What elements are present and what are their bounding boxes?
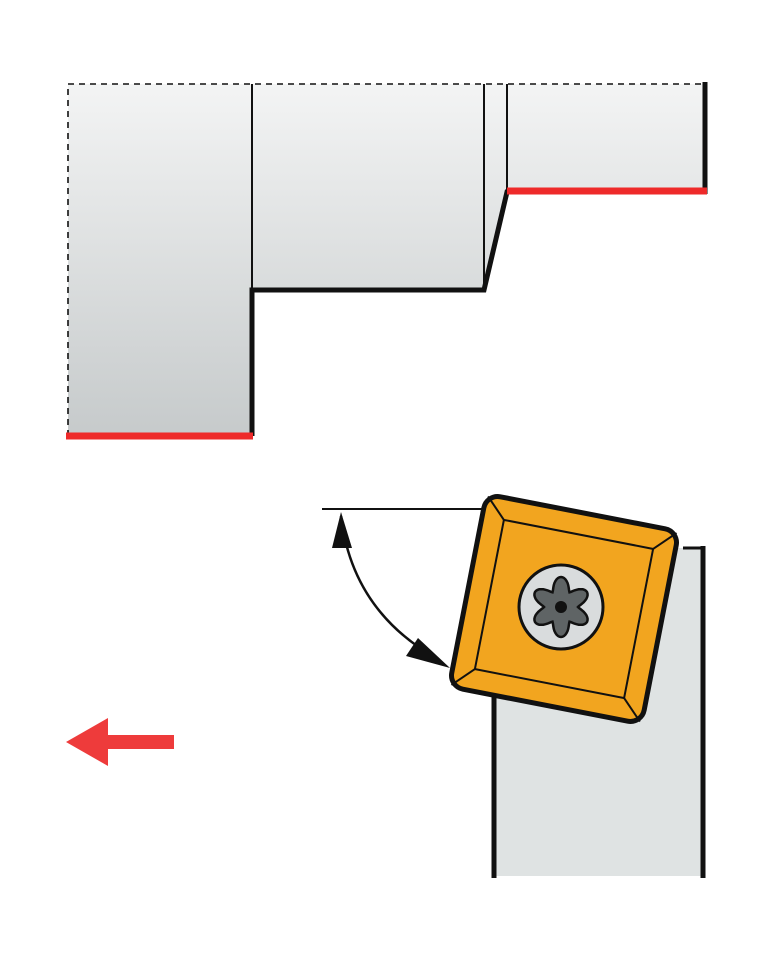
arrow-left-icon: [66, 718, 174, 766]
insert-corner-line: [487, 495, 505, 521]
screw-hole-outline: [517, 563, 605, 651]
workpiece-body: [68, 84, 705, 436]
feed-arrow-head: [66, 718, 108, 766]
feed-arrow-shaft: [100, 735, 174, 749]
angle-arrowhead-top: [332, 512, 352, 548]
torx-screw-icon: [517, 563, 605, 651]
insert-body-outline: [449, 494, 679, 724]
insert-corner-line: [623, 697, 641, 723]
screw-center: [555, 601, 567, 613]
insert-corner-line: [652, 532, 678, 550]
angle-arc: [339, 515, 437, 660]
insert-chipbreaker: [473, 518, 655, 700]
approach-angle-annotation: [322, 508, 505, 668]
workpiece: [66, 82, 708, 440]
workpiece-stock-outline: [67, 83, 705, 436]
angle-arrowhead-bottom: [406, 638, 450, 668]
insert-corner-line: [450, 668, 476, 686]
